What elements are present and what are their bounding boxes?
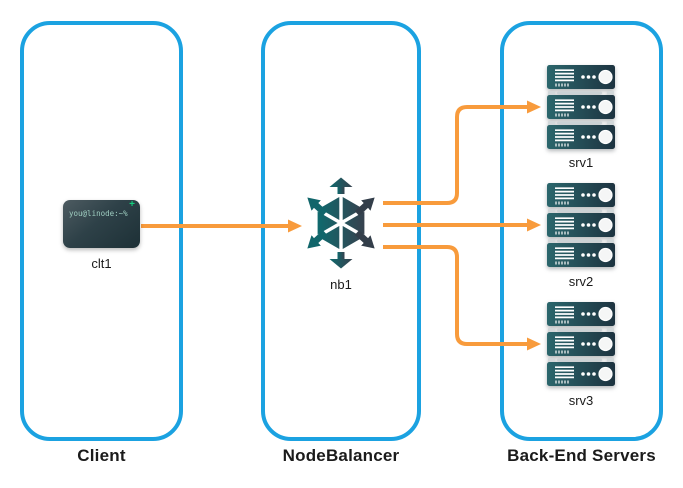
- terminal-prompt-text: you@linode:~%: [69, 209, 128, 218]
- node-label-srv3: srv3: [568, 393, 594, 408]
- nb-arrow-up: [329, 177, 353, 194]
- nodebalancer-icon: [307, 177, 375, 269]
- group-caption-nodebalancer: NodeBalancer: [282, 446, 400, 465]
- group-caption-backend-servers: Back-End Servers: [507, 446, 656, 465]
- nb-arrow-upright: [354, 197, 375, 216]
- nb-arrow-upleft: [307, 197, 328, 216]
- terminal-icon: + you@linode:~%: [63, 200, 140, 248]
- node-label-srv1: srv1: [568, 155, 594, 170]
- nb-arrow-downleft: [307, 230, 328, 249]
- node-label-nb1: nb1: [330, 277, 352, 292]
- nb-arrow-down: [329, 252, 353, 269]
- node-label-srv2: srv2: [568, 274, 594, 289]
- node-label-clt1: clt1: [91, 256, 112, 271]
- server-stack-icon-srv1: [547, 65, 615, 149]
- server-stack-icon-srv2: [547, 183, 615, 267]
- nb-arrow-downright: [354, 230, 375, 249]
- group-caption-client: Client: [77, 446, 126, 465]
- terminal-maximize-icon: +: [129, 199, 135, 210]
- server-stack-icon-srv3: [547, 302, 615, 386]
